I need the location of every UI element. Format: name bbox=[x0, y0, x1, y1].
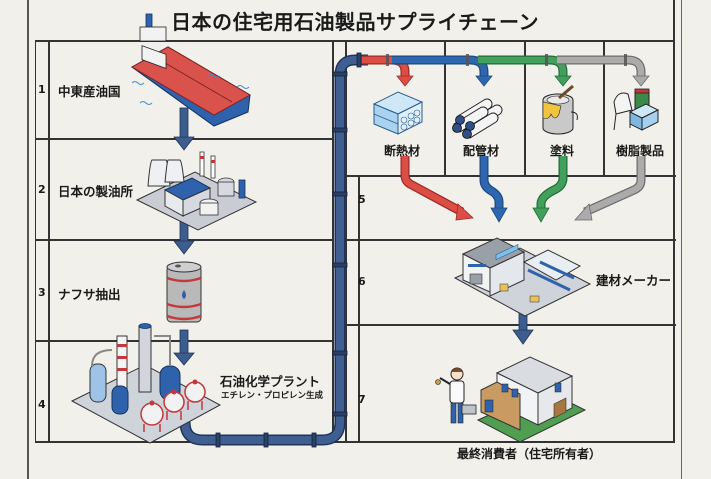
step-number-2: 2 bbox=[38, 183, 46, 196]
row-divider-2-3 bbox=[36, 239, 333, 241]
step-number-1: 1 bbox=[38, 83, 46, 96]
step-number-7: 7 bbox=[358, 393, 366, 406]
left-col-right-border bbox=[332, 42, 334, 443]
left-num-divider bbox=[48, 42, 50, 443]
page-title: 日本の住宅用石油製品サプライチェーン bbox=[171, 9, 539, 34]
row-divider-products-5 bbox=[345, 175, 676, 177]
product-divider-1 bbox=[444, 42, 446, 175]
product-divider-3 bbox=[603, 42, 605, 175]
product-label-paint: 塗料 bbox=[550, 144, 575, 158]
step-label-consumer: 最終消費者（住宅所有者） bbox=[457, 447, 602, 461]
outer-frame-left bbox=[27, 0, 29, 479]
outer-frame-right bbox=[673, 0, 675, 443]
step-label-manufacturer: 建材メーカー bbox=[596, 273, 672, 288]
step-label-naphtha: ナフサ抽出 bbox=[58, 287, 121, 302]
step-label-petrochemical: 石油化学プラント bbox=[220, 374, 321, 389]
step-number-4: 4 bbox=[38, 398, 46, 411]
step-label-refinery: 日本の製油所 bbox=[58, 184, 134, 199]
product-divider-2 bbox=[524, 42, 526, 175]
title-bar: 日本の住宅用石油製品サプライチェーン bbox=[35, 0, 675, 42]
diagram-grid bbox=[35, 42, 676, 443]
row-divider-6-7 bbox=[345, 324, 676, 326]
right-col-left-border bbox=[345, 42, 347, 443]
product-label-piping: 配管材 bbox=[463, 144, 500, 158]
product-label-resin: 樹脂製品 bbox=[616, 144, 665, 158]
step-label-middle-east: 中東産油国 bbox=[58, 84, 121, 99]
step-number-3: 3 bbox=[38, 286, 46, 299]
step-number-5: 5 bbox=[358, 193, 366, 206]
row-divider-5-6 bbox=[345, 239, 676, 241]
step-sublabel-ethylene: エチレン・プロピレン生成 bbox=[221, 391, 324, 401]
step-number-6: 6 bbox=[358, 275, 366, 288]
product-label-insulation: 断熱材 bbox=[384, 144, 421, 158]
row-divider-3-4 bbox=[36, 340, 333, 342]
outer-frame-right-edge bbox=[681, 0, 682, 479]
row-divider-1-2 bbox=[36, 138, 333, 140]
